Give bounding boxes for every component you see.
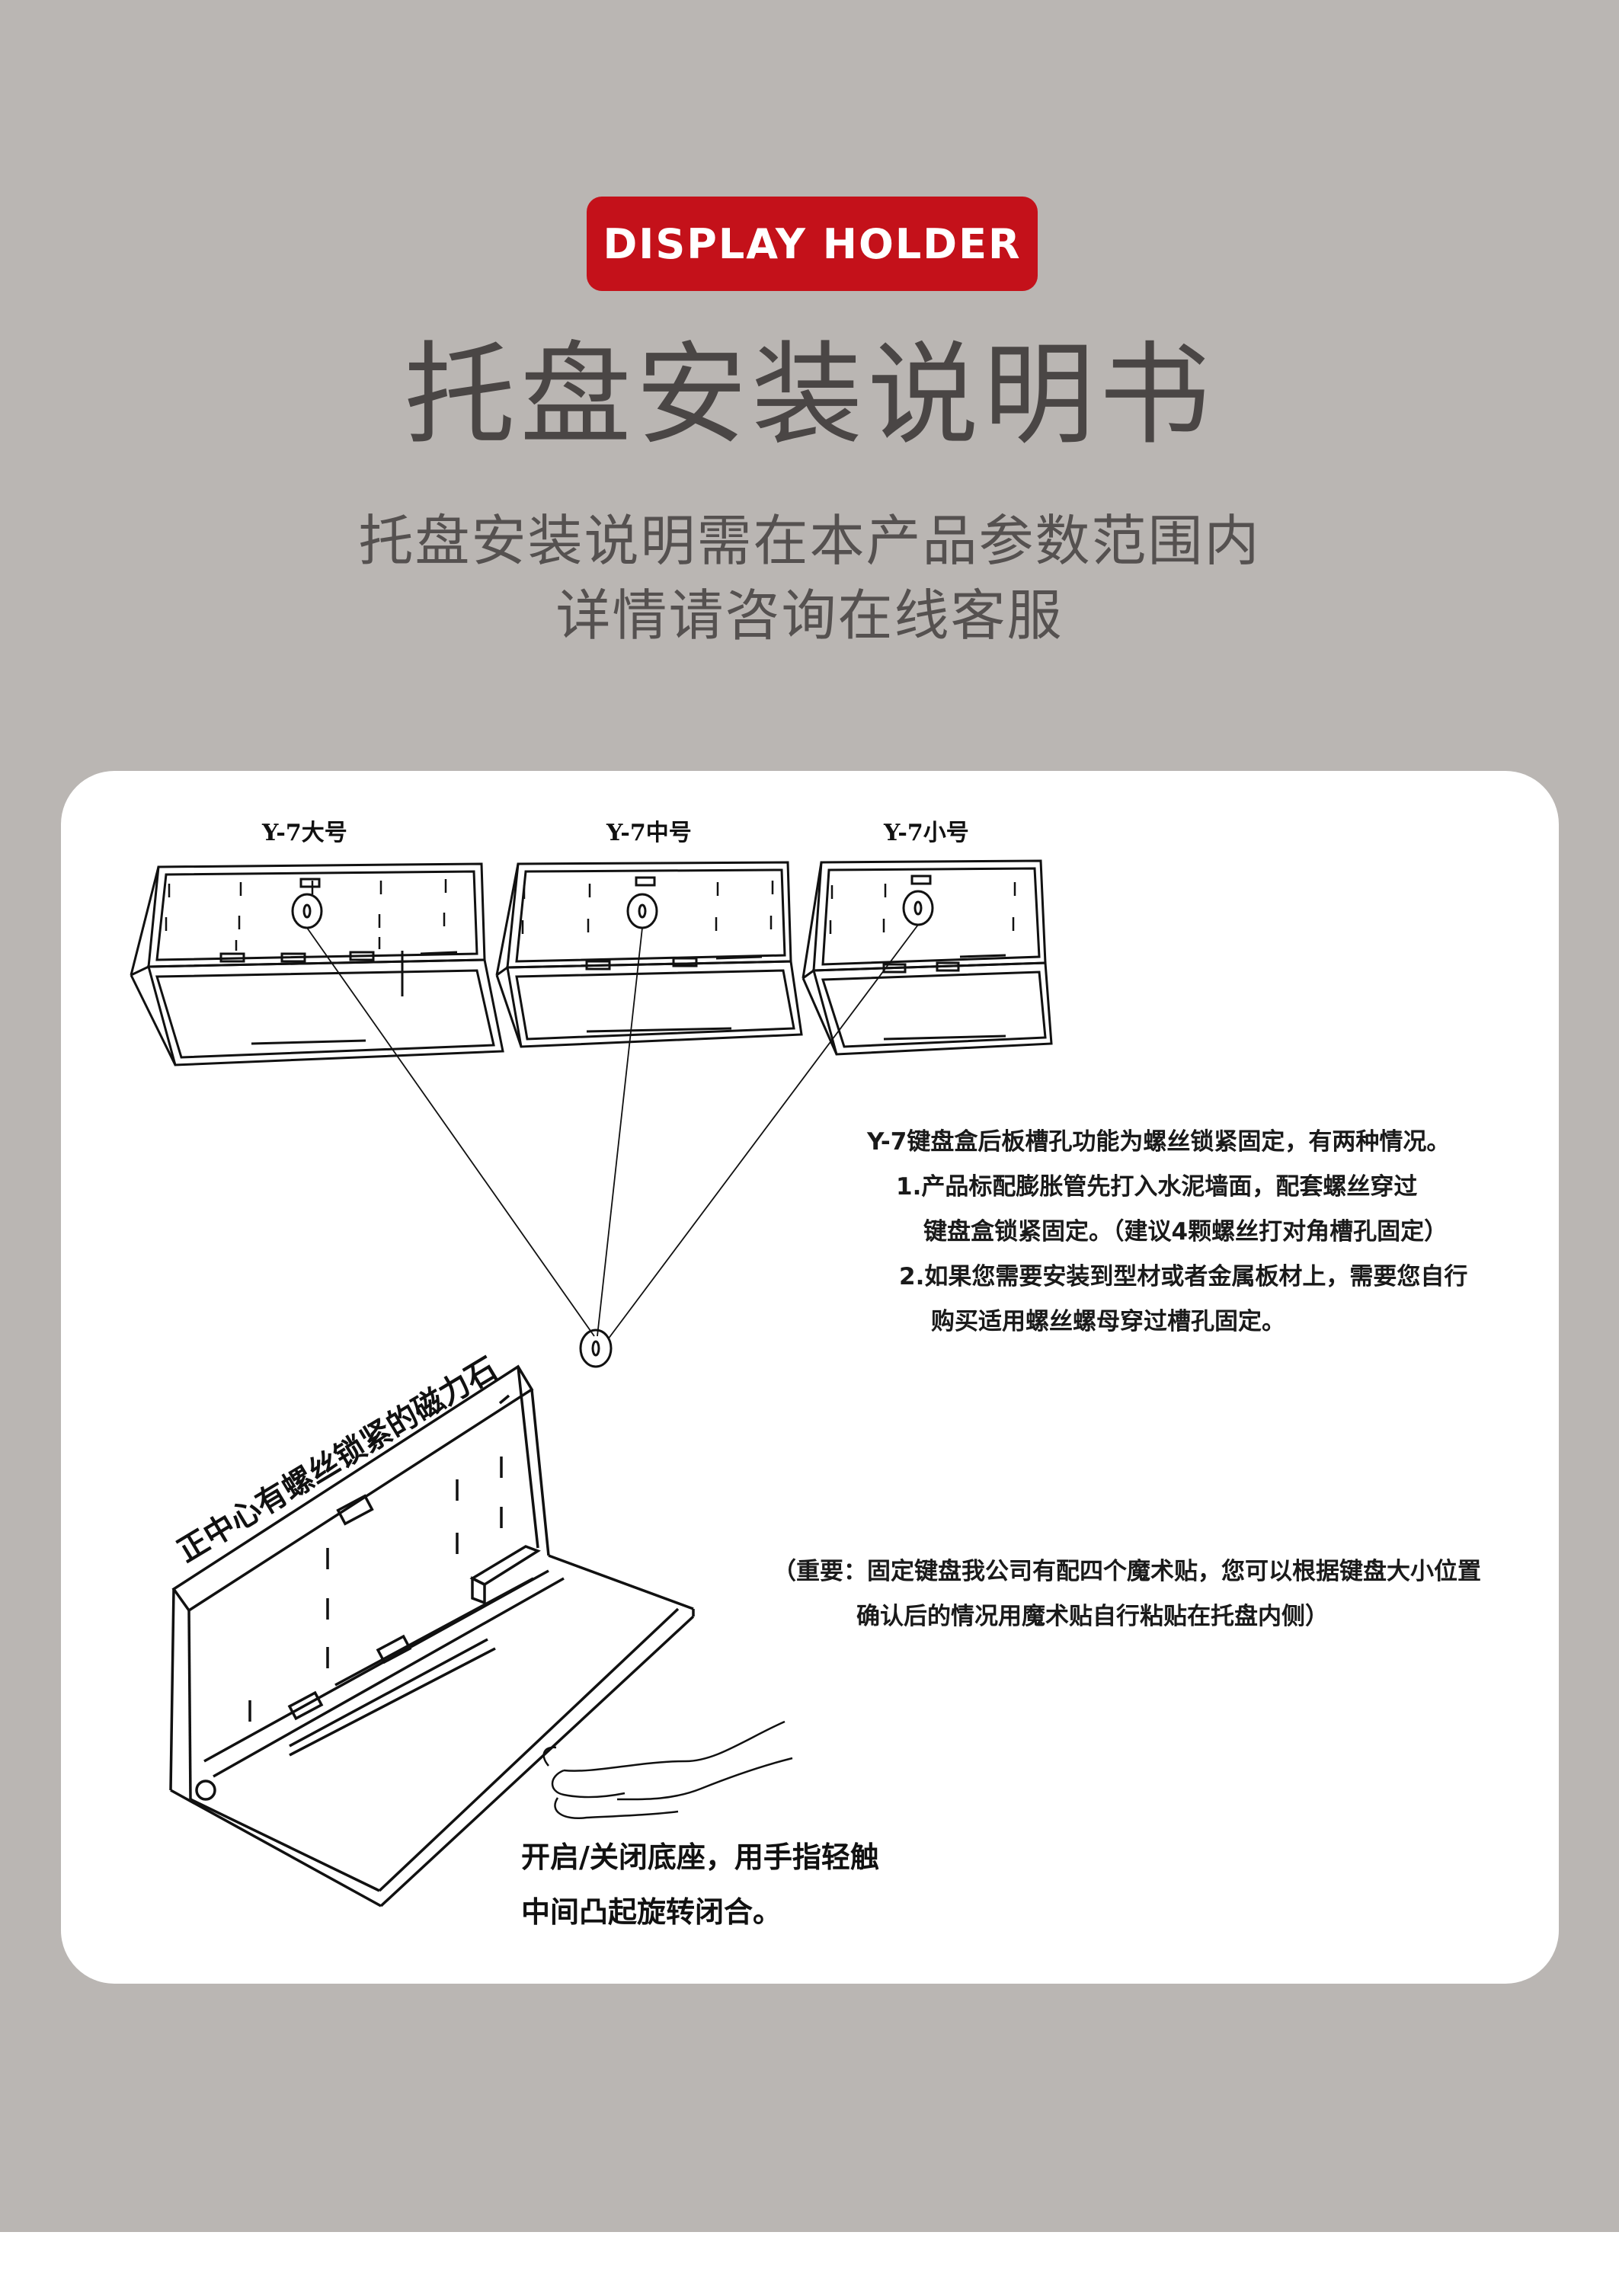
tray-medium-drawing (495, 861, 803, 1048)
subtitle-line-2: 详情请咨询在线客服 (555, 583, 1064, 648)
hand-sketch (542, 1720, 793, 1820)
description-line-4: 2.如果您需要安装到型材或者金属板材上，需要您自行 (899, 1262, 1468, 1290)
tray-small-drawing (802, 859, 1053, 1056)
model-label-small: Y-7小号 (884, 820, 969, 846)
important-note-line-2: 确认后的情况用魔术贴自行粘贴在托盘内侧） (856, 1602, 1329, 1630)
description-line-2: 1.产品标配膨胀管先打入水泥墙面，配套螺丝穿过 (896, 1172, 1418, 1201)
description-line-3: 键盘盒锁紧固定。（建议4颗螺丝打对角槽孔固定） (923, 1217, 1448, 1246)
description-line-5: 购买适用螺丝螺母穿过槽孔固定。 (931, 1307, 1285, 1335)
tray-illustration (130, 859, 1053, 1907)
subtitle-line-1: 托盘安装说明需在本产品参数范围内 (358, 509, 1261, 573)
tray-large-drawing (130, 862, 504, 1066)
important-note-line-1: （重要：固定键盘我公司有配四个魔术贴，您可以根据键盘大小位置 (773, 1558, 1481, 1585)
important-note: （重要：固定键盘我公司有配四个魔术贴，您可以根据键盘大小位置 确认后的情况用魔术… (773, 1549, 1481, 1639)
tray-open-drawing (169, 1364, 695, 1907)
instruction-card: Y-7大号 Y-7中号 Y-7小号 Y-7键盘盒后板槽孔功能为螺丝锁紧固定，有两… (61, 771, 1559, 1984)
page-title: 托盘安装说明书 (404, 331, 1215, 460)
page-subtitle: 托盘安装说明需在本产品参数范围内 详情请咨询在线客服 (0, 504, 1619, 654)
footer-band (0, 2232, 1619, 2296)
open-close-line-1: 开启/关闭底座，用手指轻触 (521, 1840, 879, 1874)
open-close-line-2: 中间凸起旋转闭合。 (521, 1895, 782, 1930)
model-label-medium: Y-7中号 (606, 820, 692, 846)
mounting-description: Y-7键盘盒后板槽孔功能为螺丝锁紧固定，有两种情况。 1.产品标配膨胀管先打入水… (867, 1120, 1467, 1344)
description-line-1: Y-7键盘盒后板槽孔功能为螺丝锁紧固定，有两种情况。 (867, 1128, 1451, 1156)
display-holder-badge: DISPLAY HOLDER (587, 197, 1038, 291)
model-label-large: Y-7大号 (262, 820, 347, 846)
open-close-note: 开启/关闭底座，用手指轻触 中间凸起旋转闭合。 (521, 1830, 879, 1939)
